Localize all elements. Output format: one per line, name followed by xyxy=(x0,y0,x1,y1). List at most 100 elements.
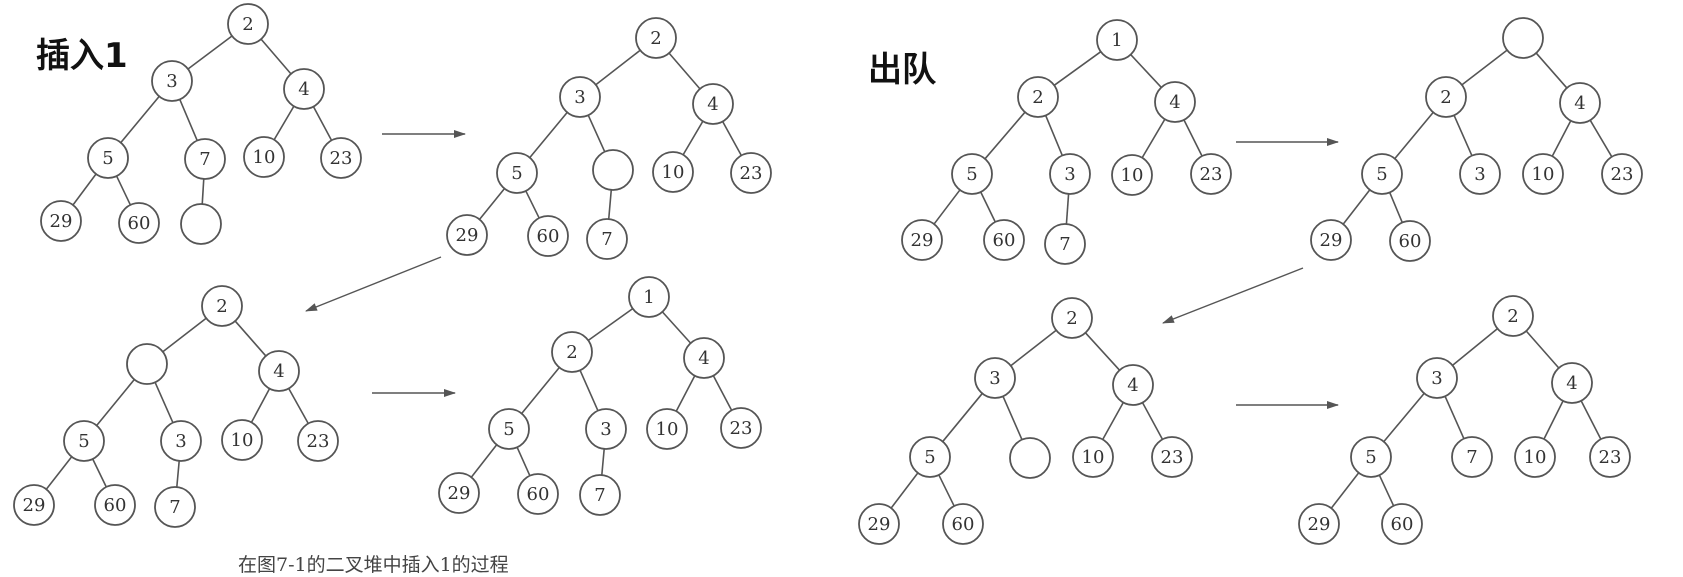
node-circle xyxy=(184,138,226,180)
heap-node: 2 xyxy=(635,17,677,59)
tree-edge xyxy=(529,111,568,159)
tree-edge xyxy=(675,375,696,412)
node-circle xyxy=(1416,357,1458,399)
node-label: 5 xyxy=(78,431,89,452)
node-circle xyxy=(551,331,593,373)
node-label: 23 xyxy=(307,431,330,452)
node-label: 1 xyxy=(1111,30,1122,51)
node-circle xyxy=(1017,76,1059,118)
node-circle xyxy=(909,436,951,478)
node-label: 60 xyxy=(104,495,127,516)
node-label: 2 xyxy=(566,342,577,363)
node-circle xyxy=(438,472,480,514)
node-circle xyxy=(1559,82,1601,124)
heap-node: 2 xyxy=(1425,76,1467,118)
node-circle xyxy=(592,149,634,191)
node-circle xyxy=(258,350,300,392)
node-circle xyxy=(858,503,900,545)
arrows-layer xyxy=(305,130,1339,409)
heap-node: 4 xyxy=(1559,82,1601,124)
node-circle xyxy=(730,152,772,194)
tree-edge xyxy=(661,311,692,344)
node-circle xyxy=(942,503,984,545)
node-label: 60 xyxy=(1391,514,1414,535)
tree-edge xyxy=(91,458,108,488)
node-circle xyxy=(1551,362,1593,404)
node-label: 23 xyxy=(330,148,353,169)
tree-edge xyxy=(288,388,309,424)
heap-node: 4 xyxy=(683,337,725,379)
node-circle xyxy=(628,276,670,318)
heap-node: 10 xyxy=(1522,153,1564,195)
node-circle xyxy=(94,484,136,526)
node-label: 2 xyxy=(1440,87,1451,108)
heap-node: 3 xyxy=(160,420,202,462)
node-label: 3 xyxy=(1431,368,1442,389)
heap-node: 29 xyxy=(901,219,943,261)
tree-edge xyxy=(1388,192,1404,223)
heap-node: 3 xyxy=(1459,153,1501,195)
heap-node: 60 xyxy=(983,219,1025,261)
tree-edge xyxy=(187,35,233,70)
node-label: 5 xyxy=(1365,447,1376,468)
heap-node: 2 xyxy=(1017,76,1059,118)
heap-node: 60 xyxy=(1389,220,1431,262)
node-label: 3 xyxy=(175,431,186,452)
node-circle xyxy=(160,420,202,462)
node-circle xyxy=(320,137,362,179)
node-circle xyxy=(1361,153,1403,195)
tree-edge xyxy=(525,190,540,219)
node-label: 23 xyxy=(740,163,763,184)
tree-edge xyxy=(1543,400,1564,440)
heap-node: 60 xyxy=(118,202,160,244)
node-label: 29 xyxy=(911,230,934,251)
tree-edge xyxy=(1551,120,1572,157)
node-label: 4 xyxy=(1566,373,1577,394)
node-circle xyxy=(527,215,569,257)
node-circle xyxy=(1298,503,1340,545)
node-label: 7 xyxy=(169,497,180,518)
heap-node: 4 xyxy=(258,350,300,392)
tree-edge xyxy=(1535,52,1568,89)
node-label: 29 xyxy=(50,211,73,232)
tree-edge xyxy=(478,188,506,220)
tree-edge xyxy=(1330,472,1360,509)
heap-node: 29 xyxy=(446,214,488,256)
node-label: 2 xyxy=(216,296,227,317)
node-circle xyxy=(1151,436,1193,478)
node-circle xyxy=(1492,295,1534,337)
tree-edge xyxy=(1378,474,1395,507)
node-circle xyxy=(517,473,559,515)
tree-edge xyxy=(1141,118,1166,159)
node-label: 23 xyxy=(1161,447,1184,468)
heap-node: 23 xyxy=(1190,153,1232,195)
node-circle xyxy=(126,343,168,385)
node-circle xyxy=(1451,436,1493,478)
node-label: 3 xyxy=(574,87,585,108)
node-label: 5 xyxy=(966,164,977,185)
node-label: 60 xyxy=(993,230,1016,251)
node-label: 5 xyxy=(511,163,522,184)
node-circle xyxy=(983,219,1025,261)
node-circle xyxy=(559,76,601,118)
node-circle xyxy=(151,60,193,102)
node-label: 10 xyxy=(1532,164,1555,185)
heap-node: 10 xyxy=(646,408,688,450)
heap-node: 5 xyxy=(1361,153,1403,195)
tree-edge xyxy=(1342,189,1371,225)
tree-edge xyxy=(712,375,733,411)
tree-edge xyxy=(587,114,606,153)
node-circle xyxy=(227,3,269,45)
node-label: 29 xyxy=(448,483,471,504)
insert-panel-title: 插入1 xyxy=(36,36,128,76)
heap-node: 7 xyxy=(184,138,226,180)
node-label: 3 xyxy=(989,368,1000,389)
node-label: 3 xyxy=(1064,164,1075,185)
node-label: 60 xyxy=(537,226,560,247)
heap-node: 4 xyxy=(692,83,734,125)
heap-node: 3 xyxy=(559,76,601,118)
node-label: 29 xyxy=(1320,230,1343,251)
